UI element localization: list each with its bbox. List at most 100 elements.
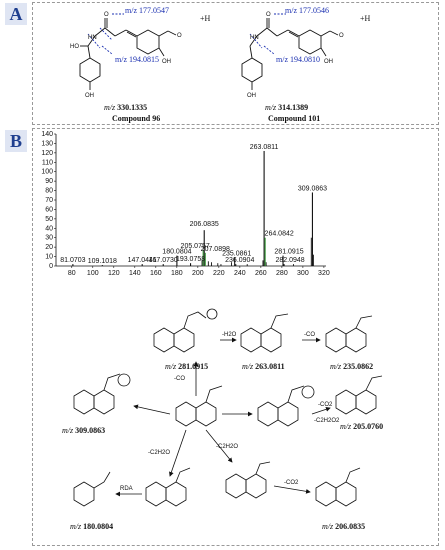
frag-mz-263: m/z 263.0811	[242, 362, 285, 371]
frag-263-structure	[240, 313, 289, 353]
x-tick-label: 300	[297, 270, 309, 277]
mid-structure	[145, 467, 191, 507]
y-tick-label: 60	[45, 206, 53, 213]
arrow-label-co1: -CO	[304, 332, 315, 338]
panel-a-label: A	[5, 3, 27, 25]
fragmentation-scheme: -H2O -CO -CO -CO2 -C2H2O2 -C2H2O -C2H2O …	[73, 308, 383, 507]
y-tick-label: 30	[45, 235, 53, 242]
frag-281-structure	[153, 308, 218, 353]
y-tick-label: 90	[45, 178, 53, 185]
parent-structure	[175, 385, 223, 427]
y-tick-label: 50	[45, 216, 53, 223]
peak-label: 309.0863	[298, 185, 327, 192]
x-tick-label: 220	[213, 270, 225, 277]
x-tick-label: 80	[68, 270, 76, 277]
y-tick-label: 0	[49, 263, 53, 270]
frag-206-structure	[315, 467, 361, 507]
svg-text:HN: HN	[88, 35, 97, 41]
peak-label: 205.0757	[181, 243, 210, 250]
mid2-structure	[225, 461, 271, 499]
peak-label: 147.0441	[128, 257, 157, 264]
compound-101-mz: m/z 314.1389	[265, 103, 309, 112]
x-tick-label: 140	[129, 270, 141, 277]
svg-text:OH: OH	[324, 59, 333, 65]
arrow-label-co2: -CO	[174, 376, 185, 382]
svg-text:OH: OH	[162, 59, 171, 65]
peak-label: 167.0730	[149, 257, 178, 264]
arrow-label-co2loss: -CO2	[318, 402, 333, 408]
arrow-label-co2b: -CO2	[284, 480, 299, 486]
arrow-label-c2h2o2: -C2H2O2	[314, 418, 340, 424]
intermediate-structure	[257, 385, 315, 427]
peak-label: 282.0948	[275, 257, 304, 264]
y-tick-label: 40	[45, 225, 53, 232]
compound-96-charge: +H	[200, 14, 211, 23]
arrow-label-h2o: -H2O	[222, 332, 237, 338]
frag-309-structure	[73, 373, 131, 415]
compound-96-name: Compound 96	[112, 114, 161, 123]
peak-label: 263.0811	[250, 144, 279, 151]
frag-mz-235: m/z 235.0862	[330, 362, 374, 371]
svg-text:O: O	[339, 33, 344, 39]
compound-101-frag2: m/z 194.0810	[276, 55, 320, 64]
peak-label: 193.0758	[176, 256, 205, 263]
compound-96-structure: O HN HO O OH OH	[70, 12, 182, 99]
x-tick-label: 280	[276, 270, 288, 277]
peak-label: 236.0904	[225, 257, 254, 264]
peak-label: 180.0804	[162, 249, 191, 256]
frag-mz-309: m/z 309.0863	[62, 426, 106, 435]
peak-label: 207.0898	[201, 246, 230, 253]
peak-label: 235.0861	[222, 251, 251, 258]
frag-205-structure	[335, 375, 383, 415]
x-tick-label: 200	[192, 270, 204, 277]
panel-b	[32, 128, 439, 546]
x-tick-label: 180	[171, 270, 183, 277]
frag-mz-281: m/z 281.0915	[165, 362, 209, 371]
x-tick-label: 160	[150, 270, 162, 277]
compound-101-charge: +H	[360, 14, 371, 23]
y-tick-label: 110	[42, 159, 53, 166]
compound-96-mz: m/z 330.1335	[104, 103, 148, 112]
svg-text:O: O	[104, 12, 109, 18]
arrow-label-c2h2o-b: -C2H2O	[216, 444, 238, 450]
y-tick-label: 70	[45, 197, 53, 204]
compound-101-structure: O HN O OH OH	[241, 12, 344, 99]
peak-label: 109.1018	[88, 258, 117, 265]
arrow-label-c2h2o: -C2H2O	[148, 450, 170, 456]
svg-text:HO: HO	[70, 44, 79, 50]
compound-101-frag1: m/z 177.0546	[285, 6, 329, 15]
arrow-label-rda: RDA	[120, 486, 133, 492]
y-tick-label: 130	[41, 140, 53, 147]
frag-235-structure	[325, 315, 373, 353]
y-tick-label: 140	[41, 131, 53, 138]
frag-mz-206: m/z 206.0835	[322, 522, 366, 531]
frag-mz-180: m/z 180.0804	[70, 522, 114, 531]
svg-text:OH: OH	[85, 93, 94, 99]
peak-label: 81.0703	[60, 257, 85, 264]
x-tick-label: 100	[87, 270, 99, 277]
svg-text:O: O	[177, 33, 182, 39]
y-tick-label: 120	[41, 150, 53, 157]
panel-b-label: B	[5, 130, 27, 152]
panel-a	[32, 2, 439, 125]
svg-text:OH: OH	[247, 93, 256, 99]
x-tick-label: 120	[108, 270, 120, 277]
peak-label: 264.0842	[265, 231, 294, 238]
ms-spectrum-chart: 0 10 20 30 40 50 60 70 80 90 100 110 120 130 140 80 100 1…	[41, 131, 330, 277]
svg-text:O: O	[266, 12, 271, 18]
compound-101-name: Compound 101	[268, 114, 321, 123]
y-tick-label: 10	[45, 254, 53, 261]
frag-180-structure	[73, 471, 111, 507]
x-tick-label: 240	[234, 270, 246, 277]
y-tick-label: 80	[45, 188, 53, 195]
peak-label: 206.0835	[190, 221, 219, 228]
x-tick-label: 320	[318, 270, 330, 277]
y-tick-label: 20	[45, 244, 53, 251]
peak-label: 281.0915	[274, 249, 303, 256]
x-tick-label: 260	[255, 270, 267, 277]
svg-text:HN: HN	[250, 35, 259, 41]
compound-96-frag1: m/z 177.0547	[125, 6, 169, 15]
y-tick-label: 100	[41, 169, 53, 176]
compound-96-frag2: m/z 194.0815	[115, 55, 159, 64]
frag-mz-205: m/z 205.0760	[340, 422, 384, 431]
